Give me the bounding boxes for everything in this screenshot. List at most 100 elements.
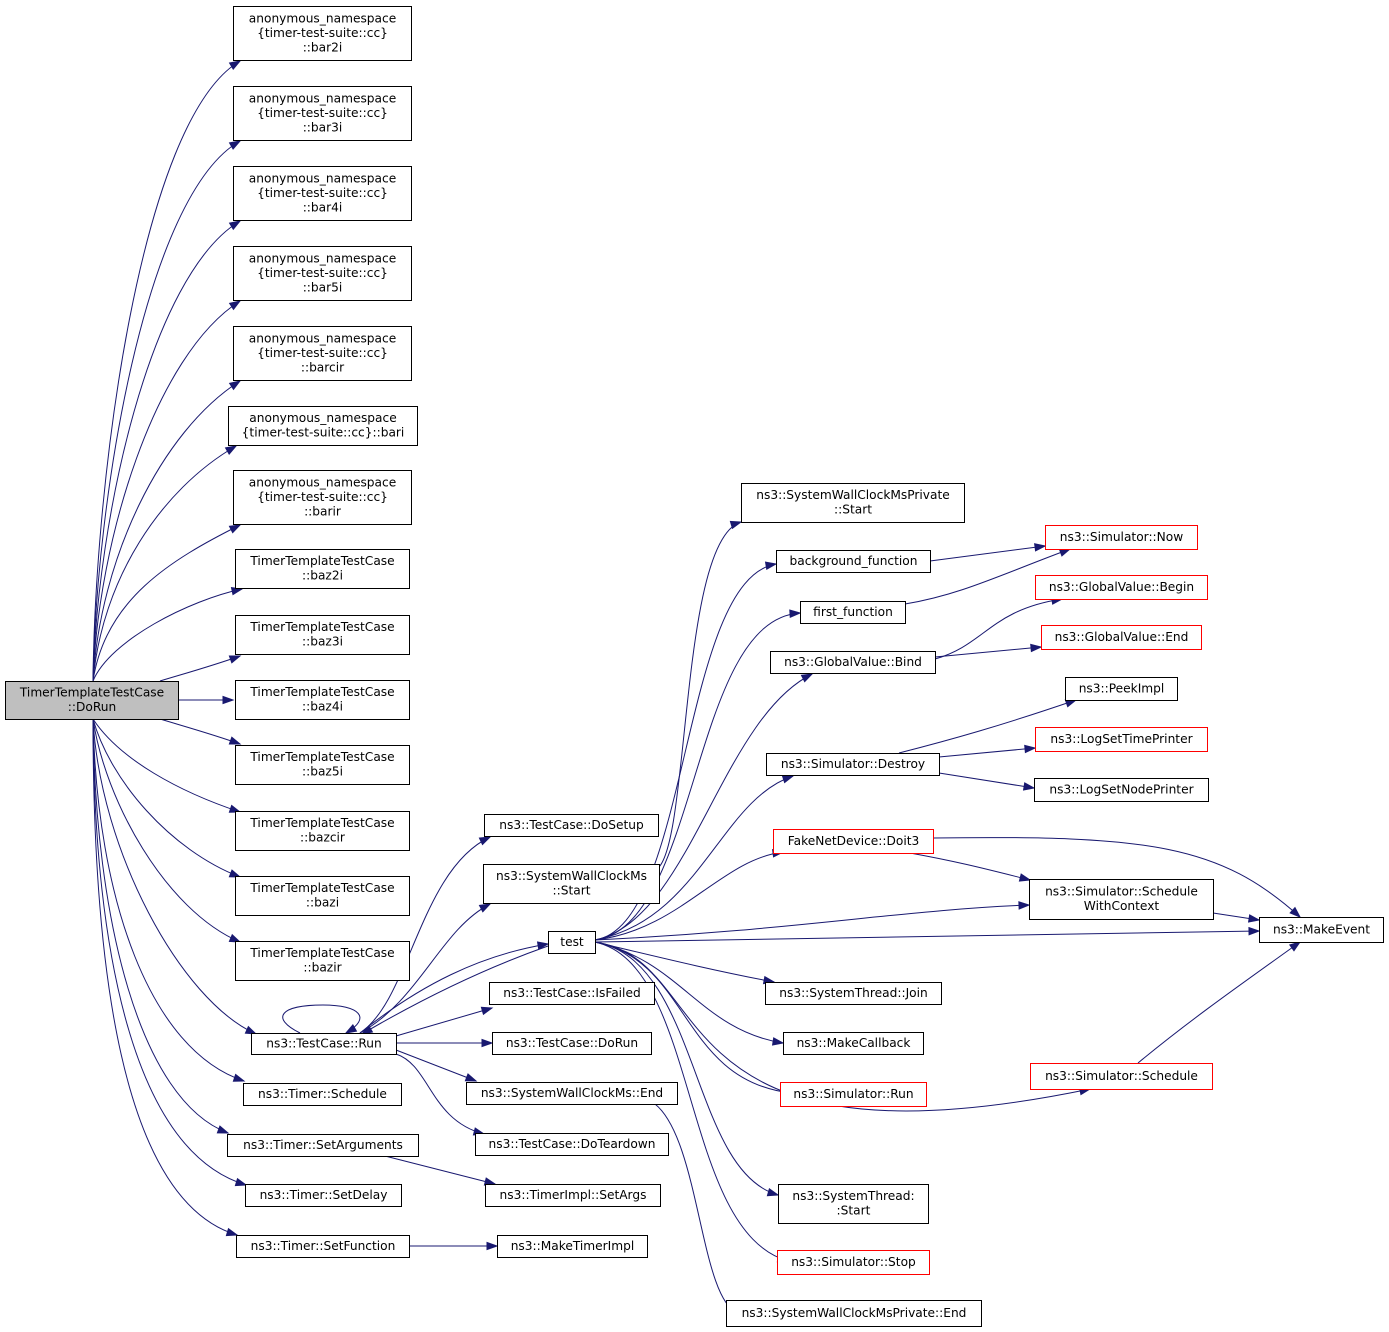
node-label-line: ns3::LogSetTimePrinter xyxy=(1050,732,1193,746)
node-ststart[interactable]: ns3::SystemThread::Start xyxy=(778,1184,929,1224)
node-tcisfailed[interactable]: ns3::TestCase::IsFailed xyxy=(489,982,655,1005)
node-tisetargs[interactable]: ns3::TimerImpl::SetArgs xyxy=(485,1184,661,1207)
node-swcstart[interactable]: ns3::SystemWallClockMs::Start xyxy=(483,864,660,904)
node-label-line: ns3::SystemThread: xyxy=(792,1189,914,1203)
edge-root-to-tschedule xyxy=(92,718,246,1082)
node-box xyxy=(233,470,412,525)
arrowhead xyxy=(1018,873,1032,882)
node-bari[interactable]: anonymous_namespace{timer-test-suite::cc… xyxy=(228,406,418,446)
node-tsetdelay[interactable]: ns3::Timer::SetDelay xyxy=(245,1184,402,1207)
node-tcdoteardown[interactable]: ns3::TestCase::DoTeardown xyxy=(475,1133,669,1156)
node-label-line: ns3::Timer::SetFunction xyxy=(251,1239,396,1253)
node-baz4i[interactable]: TimerTemplateTestCase::baz4i xyxy=(235,680,410,720)
arrowhead xyxy=(228,60,242,71)
node-tsetfunc[interactable]: ns3::Timer::SetFunction xyxy=(236,1235,410,1258)
node-simnow[interactable]: ns3::Simulator::Now xyxy=(1045,525,1198,550)
node-label-line: ns3::MakeTimerImpl xyxy=(511,1239,635,1253)
edge-root-to-tsetdelay xyxy=(92,718,248,1187)
arrowhead xyxy=(228,140,242,150)
node-swcpstart[interactable]: ns3::SystemWallClockMsPrivate::Start xyxy=(741,483,965,523)
node-tcrun[interactable]: ns3::TestCase::Run xyxy=(251,1033,397,1055)
node-box xyxy=(235,941,410,981)
arrowhead xyxy=(1058,548,1072,557)
node-makecallback[interactable]: ns3::MakeCallback xyxy=(783,1032,924,1055)
node-root[interactable]: TimerTemplateTestCase::DoRun xyxy=(5,681,179,720)
node-bar3i[interactable]: anonymous_namespace{timer-test-suite::cc… xyxy=(233,86,412,141)
node-simdestroy[interactable]: ns3::Simulator::Destroy xyxy=(766,753,940,776)
node-logsettime[interactable]: ns3::LogSetTimePrinter xyxy=(1035,727,1208,752)
node-simrun[interactable]: ns3::Simulator::Run xyxy=(780,1082,927,1107)
node-label-line: {timer-test-suite::cc} xyxy=(257,26,388,40)
edge-line xyxy=(657,521,742,869)
node-logsetnode[interactable]: ns3::LogSetNodePrinter xyxy=(1034,778,1209,802)
arrowhead xyxy=(781,775,795,784)
node-box xyxy=(233,166,412,221)
node-box xyxy=(5,681,179,720)
node-makeevent[interactable]: ns3::MakeEvent xyxy=(1259,917,1384,943)
edge-line xyxy=(92,718,245,1082)
node-tschedule[interactable]: ns3::Timer::Schedule xyxy=(243,1083,402,1106)
node-swcend[interactable]: ns3::SystemWallClockMs::End xyxy=(466,1082,678,1105)
node-label-line: WithContext xyxy=(1084,899,1160,913)
node-bazcir[interactable]: TimerTemplateTestCase::bazcir xyxy=(235,811,410,851)
node-barcir[interactable]: anonymous_namespace{timer-test-suite::cc… xyxy=(233,326,412,381)
arrowhead xyxy=(228,736,242,745)
node-label-line: ns3::GlobalValue::Bind xyxy=(784,655,922,669)
node-baz5i[interactable]: TimerTemplateTestCase::baz5i xyxy=(235,745,410,785)
node-bazi[interactable]: TimerTemplateTestCase::bazi xyxy=(235,876,410,916)
edge-line xyxy=(594,941,1091,1112)
node-box xyxy=(776,550,931,573)
node-label-line: ns3::SystemWallClockMs::End xyxy=(481,1086,663,1100)
node-bar5i[interactable]: anonymous_namespace{timer-test-suite::cc… xyxy=(233,246,412,301)
node-bgfunc[interactable]: background_function xyxy=(776,550,931,573)
node-box xyxy=(235,745,410,785)
node-label-line: background_function xyxy=(790,554,918,568)
edge-line xyxy=(904,548,1071,605)
node-swcpend[interactable]: ns3::SystemWallClockMsPrivate::End xyxy=(726,1300,982,1327)
node-bar2i[interactable]: anonymous_namespace{timer-test-suite::cc… xyxy=(233,6,412,61)
node-label-line: ns3::TimerImpl::SetArgs xyxy=(500,1188,647,1202)
node-label-line: ::baz2i xyxy=(302,569,343,583)
node-label-line: anonymous_namespace xyxy=(249,411,396,425)
node-simschedule[interactable]: ns3::Simulator::Schedule xyxy=(1030,1063,1213,1090)
arrowhead xyxy=(1288,941,1302,952)
node-gvend[interactable]: ns3::GlobalValue::End xyxy=(1041,625,1202,650)
node-label-line: ::bar4i xyxy=(303,200,343,214)
node-maketimerimpl[interactable]: ns3::MakeTimerImpl xyxy=(497,1235,648,1258)
node-label-line: TimerTemplateTestCase xyxy=(249,620,394,634)
node-bazir[interactable]: TimerTemplateTestCase::bazir xyxy=(235,941,410,981)
node-box xyxy=(466,1082,678,1105)
node-label-line: ns3::SystemWallClockMs xyxy=(496,869,647,883)
node-tcdosetup[interactable]: ns3::TestCase::DoSetup xyxy=(484,814,659,837)
node-label-line: ::Start xyxy=(553,884,591,898)
arrowhead xyxy=(1030,643,1043,653)
node-label-line: ns3::Simulator::Schedule xyxy=(1045,1069,1198,1083)
node-box xyxy=(489,982,655,1005)
node-gvbind[interactable]: ns3::GlobalValue::Bind xyxy=(770,651,936,674)
node-label-line: :Start xyxy=(837,1204,871,1218)
node-tcdorun[interactable]: ns3::TestCase::DoRun xyxy=(492,1032,652,1055)
node-stjoin[interactable]: ns3::SystemThread::Join xyxy=(765,982,942,1005)
node-label-line: ::baz3i xyxy=(302,635,343,649)
edge-line xyxy=(92,220,241,682)
edge-root-to-barir xyxy=(92,524,242,682)
node-baz3i[interactable]: TimerTemplateTestCase::baz3i xyxy=(235,615,410,655)
node-box xyxy=(777,1250,930,1275)
node-peekimpl[interactable]: ns3::PeekImpl xyxy=(1065,677,1178,701)
node-doit3[interactable]: FakeNetDevice::Doit3 xyxy=(773,829,934,854)
node-simstop[interactable]: ns3::Simulator::Stop xyxy=(777,1250,930,1275)
node-box xyxy=(228,406,418,446)
node-firstfunc[interactable]: first_function xyxy=(800,601,906,624)
node-label-line: TimerTemplateTestCase xyxy=(249,554,394,568)
arrowhead xyxy=(228,220,242,231)
node-tsetargs[interactable]: ns3::Timer::SetArguments xyxy=(227,1134,419,1157)
edge-simdestroy-to-logsetnode xyxy=(938,772,1036,791)
node-baz2i[interactable]: TimerTemplateTestCase::baz2i xyxy=(235,549,410,589)
arrowhead xyxy=(771,1037,785,1046)
node-bar4i[interactable]: anonymous_namespace{timer-test-suite::cc… xyxy=(233,166,412,221)
node-gvbegin[interactable]: ns3::GlobalValue::Begin xyxy=(1035,575,1208,600)
node-test[interactable]: test xyxy=(548,931,596,954)
node-barir[interactable]: anonymous_namespace{timer-test-suite::cc… xyxy=(233,470,412,525)
